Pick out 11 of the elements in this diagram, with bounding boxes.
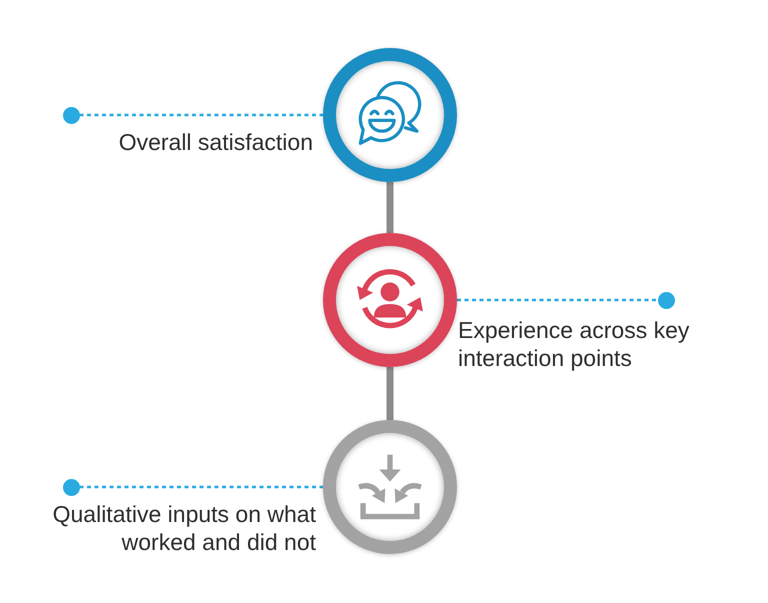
- endpoint-dot: [62, 106, 80, 124]
- connector-line: [386, 182, 394, 233]
- dotted-leader-line: [457, 298, 658, 302]
- dotted-leader-line: [80, 486, 323, 488]
- dotted-leader-line: [80, 114, 323, 116]
- edge-label: Overall satisfaction: [118, 128, 313, 156]
- edge-label: Experience across key interaction points: [458, 316, 690, 372]
- endpoint-dot: [658, 292, 674, 308]
- edge-label: Qualitative inputs on what worked and did not: [52, 500, 316, 556]
- connector-line: [386, 367, 394, 420]
- endpoint-dot: [62, 478, 80, 496]
